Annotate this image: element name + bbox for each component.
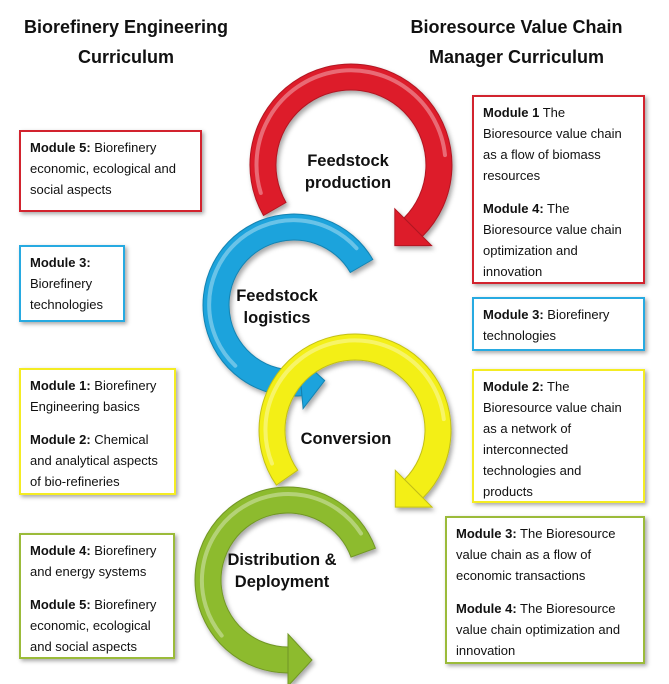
stage-feedstock-production: Feedstock production — [278, 150, 418, 194]
module-entry: Module 4: The Bioresource value chain op… — [483, 198, 634, 282]
module-id: Module 3: — [30, 255, 91, 270]
flow-arrow-band — [249, 63, 453, 238]
flow-arrow-highlight — [254, 68, 447, 195]
right-curriculum-title: Bioresource Value Chain Manager Curricul… — [384, 12, 649, 72]
module-entry: Module 2: The Bioresource value chain as… — [483, 376, 634, 502]
module-id: Module 1: — [30, 378, 91, 393]
module-text: Biorefinery economic, ecological and soc… — [30, 140, 176, 197]
flow-arrow-highlight — [263, 338, 446, 466]
right-module-box-network: Module 2: The Bioresource value chain as… — [472, 369, 645, 503]
module-id: Module 2: — [30, 432, 91, 447]
module-entry: Module 3: The Bioresource value chain as… — [456, 523, 634, 586]
stage-label-line: Conversion — [300, 430, 392, 448]
module-entry: Module 5: Biorefinery economic, ecologic… — [30, 137, 191, 200]
module-id: Module 4: — [483, 201, 544, 216]
module-entry: Module 3: Biorefinery technologies — [483, 304, 634, 346]
flow-arrow-head — [394, 469, 434, 508]
stage-label-line: Feedstock — [236, 287, 318, 305]
module-id: Module 1 — [483, 105, 540, 120]
module-text: Biorefinery economic, ecological and soc… — [30, 597, 157, 654]
left-title-line-1: Biorefinery Engineering — [23, 17, 229, 37]
module-id: Module 4: — [30, 543, 91, 558]
left-module-box-technologies: Module 3: Biorefinery technologies — [19, 245, 125, 322]
stage-distribution-deployment: Distribution & Deployment — [207, 549, 357, 593]
module-entry: Module 4: The Bioresource value chain op… — [456, 598, 634, 661]
flow-arrow-highlight — [199, 492, 363, 638]
module-text: The Bioresource value chain optimization… — [483, 201, 622, 279]
flow-arrow-band — [258, 333, 452, 499]
stage-feedstock-logistics: Feedstock logistics — [207, 285, 347, 329]
right-module-box-economic-transactions: Module 3: The Bioresource value chain as… — [445, 516, 645, 664]
module-text: Chemical and analytical aspects of bio-r… — [30, 432, 158, 489]
right-title-line-1: Bioresource Value Chain — [410, 17, 623, 37]
module-entry: Module 1: Biorefinery Engineering basics — [30, 375, 165, 417]
module-id: Module 4: — [456, 601, 517, 616]
module-entry: Module 3: Biorefinery technologies — [30, 252, 114, 315]
module-text: The Bioresource value chain optimization… — [456, 601, 621, 658]
right-module-box-technologies: Module 3: Biorefinery technologies — [472, 297, 645, 351]
module-text: Biorefinery Engineering basics — [30, 378, 157, 414]
stage-label-line: Deployment — [234, 573, 330, 591]
left-module-box-economic: Module 5: Biorefinery economic, ecologic… — [19, 130, 202, 212]
module-id: Module 5: — [30, 140, 91, 155]
left-module-box-basics: Module 1: Biorefinery Engineering basics… — [19, 368, 176, 495]
module-id: Module 2: — [483, 379, 544, 394]
stage-label-line: Distribution & — [227, 551, 337, 569]
left-module-box-energy: Module 4: Biorefinery and energy systems… — [19, 533, 175, 659]
module-id: Module 3: — [483, 307, 544, 322]
module-id: Module 5: — [30, 597, 91, 612]
module-text: The Bioresource value chain as a flow of… — [456, 526, 616, 583]
stage-label-line: logistics — [243, 309, 311, 327]
module-entry: Module 2: Chemical and analytical aspect… — [30, 429, 165, 492]
module-text: Biorefinery technologies — [483, 307, 610, 343]
flow-arrow-head — [394, 207, 433, 247]
stage-label-line: Feedstock — [307, 152, 389, 170]
right-module-box-biomass-flow: Module 1 The Bioresource value chain as … — [472, 95, 645, 284]
module-text: Biorefinery technologies — [30, 276, 103, 312]
module-id: Module 3: — [456, 526, 517, 541]
module-text: Biorefinery and energy systems — [30, 543, 157, 579]
right-title-line-2: Manager Curriculum — [428, 47, 605, 67]
left-curriculum-title: Biorefinery Engineering Curriculum — [0, 12, 252, 72]
module-text: The Bioresource value chain as a flow of… — [483, 105, 622, 183]
stage-conversion: Conversion — [276, 428, 416, 450]
module-text: The Bioresource value chain as a network… — [483, 379, 622, 499]
left-title-line-2: Curriculum — [77, 47, 174, 67]
flow-arrow-band — [194, 486, 377, 674]
flow-arrow-head — [287, 632, 313, 684]
flow-arrow-highlight — [207, 218, 359, 368]
stage-label-line: production — [304, 174, 392, 192]
module-entry: Module 1 The Bioresource value chain as … — [483, 102, 634, 186]
module-entry: Module 5: Biorefinery economic, ecologic… — [30, 594, 164, 657]
module-entry: Module 4: Biorefinery and energy systems — [30, 540, 164, 582]
